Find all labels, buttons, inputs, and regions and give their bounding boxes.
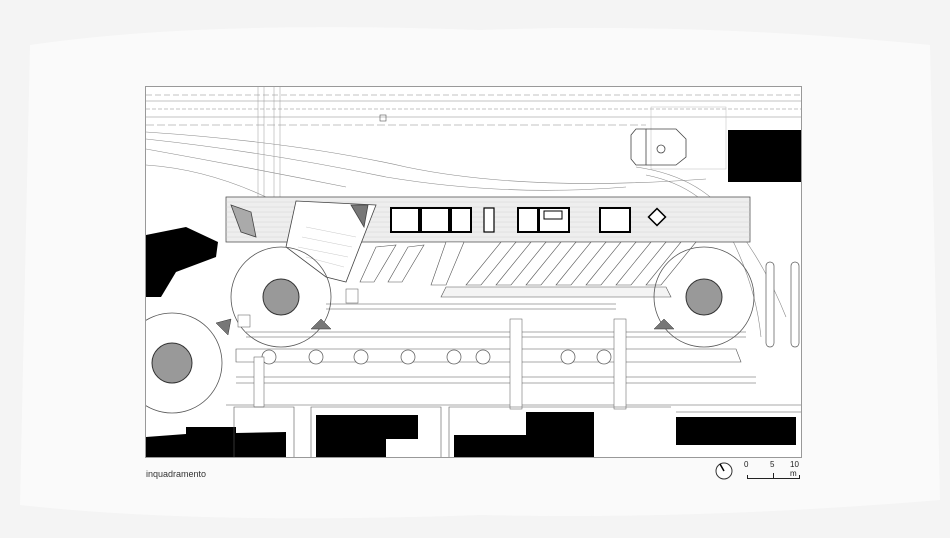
scale-label-10: 10 m [790,460,799,478]
roundabout-right [653,246,755,348]
roundabout-left [230,246,332,348]
scale-midtick [773,473,774,479]
scale-label-5: 5 [770,460,775,469]
building-blocks-south [146,412,796,457]
crosswalks [237,288,627,410]
footpath-lines [257,87,281,197]
drawing-caption: inquadramento [146,469,207,479]
railway-tracks [146,94,801,198]
marker-square [379,114,387,122]
west-pavilion [230,200,377,283]
building-block-ne [728,130,801,182]
site-plan [145,86,802,458]
roundabout-southwest [146,312,223,414]
building-block-w [146,227,218,297]
scale-bar: 0 5 10 m [744,460,804,484]
kiosk-building [630,106,727,170]
bus-bays [359,241,697,298]
traffic-islands [215,318,675,336]
street-trees [261,349,612,365]
parking-stripes [765,261,800,348]
scale-label-0: 0 [744,460,749,469]
north-arrow-icon [714,461,734,485]
